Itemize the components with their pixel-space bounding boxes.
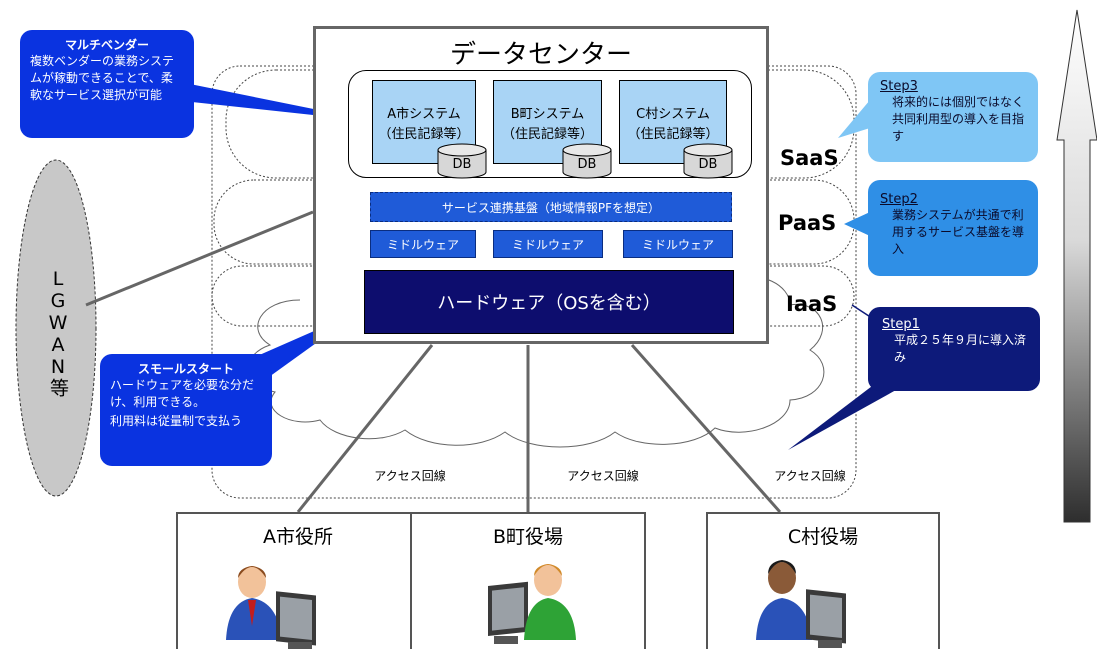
middleware-c[interactable]: ミドルウェア <box>623 230 733 258</box>
layer-label-saas: SaaS <box>780 146 839 170</box>
smallstart-body-2: 利用料は従量制で支払う <box>110 414 243 428</box>
office-c[interactable]: C村役場 <box>706 512 940 649</box>
db-label-a: DB <box>452 157 472 172</box>
step2-box: Step2 業務システムが共通で利用するサービス基盤を導入 <box>868 180 1038 276</box>
smallstart-body-1: ハードウェアを必要な分だけ、利用できる。 <box>110 378 255 409</box>
smallstart-title: スモールスタート <box>137 362 234 376</box>
db-label-c: DB <box>698 157 718 172</box>
step3-label[interactable]: Step3 <box>880 79 918 94</box>
access-line-label-c: アクセス回線 <box>774 469 846 483</box>
iaas-band <box>211 265 855 327</box>
layer-label-iaas: IaaS <box>786 292 838 316</box>
office-a[interactable]: A市役所 <box>176 512 420 649</box>
middleware-b[interactable]: ミドルウェア <box>493 230 603 258</box>
service-platform[interactable]: サービス連携基盤（地域情報PFを想定） <box>370 192 732 222</box>
lgwan-label: LGWAN等 <box>47 268 69 397</box>
hardware-box[interactable]: ハードウェア（OSを含む） <box>364 270 734 334</box>
system-sub: （住民記録等） <box>378 127 470 142</box>
middleware-a[interactable]: ミドルウェア <box>370 230 476 258</box>
smallstart-callout: スモールスタート ハードウェアを必要な分だけ、利用できる。 利用料は従量制で支払… <box>100 354 272 466</box>
db-label-b: DB <box>577 157 597 172</box>
system-name: B町システム <box>510 107 585 122</box>
multivendor-callout: マルチベンダー 複数ベンダーの業務システムが稼動できることで、柔軟なサービス選択… <box>20 30 194 138</box>
step1-pointer <box>788 380 896 450</box>
datacenter-title: データセンター <box>449 40 632 70</box>
access-line-label-a: アクセス回線 <box>374 469 446 483</box>
step1-box: Step1 平成２５年９月に導入済み <box>868 307 1040 391</box>
office-name: B町役場 <box>492 526 564 548</box>
office-name: A市役所 <box>263 526 333 548</box>
line-c <box>630 344 782 513</box>
service-platform-label: サービス連携基盤（地域情報PFを想定） <box>441 200 661 215</box>
lgwan-ellipse <box>15 159 97 497</box>
step3-text: 将来的には個別ではなく共同利用型の導入を目指す <box>892 95 1025 143</box>
system-box-b[interactable]: B町システム （住民記録等） <box>493 80 602 164</box>
step3-pointer <box>838 100 870 138</box>
system-name: A市システム <box>387 107 461 122</box>
system-box-c[interactable]: C村システム （住民記録等） <box>619 80 727 164</box>
middleware-label: ミドルウェア <box>641 237 714 252</box>
access-line-label-b: アクセス回線 <box>567 469 639 483</box>
middleware-label: ミドルウェア <box>386 237 459 252</box>
system-sub: （住民記録等） <box>501 127 593 142</box>
lgwan-link-line <box>85 210 314 307</box>
system-name: C村システム <box>636 107 710 122</box>
step1-label[interactable]: Step1 <box>882 317 920 332</box>
hardware-label: ハードウェア（OSを含む） <box>437 293 661 314</box>
office-name: C村役場 <box>787 526 859 548</box>
system-sub: （住民記録等） <box>627 127 719 142</box>
middleware-label: ミドルウェア <box>511 237 584 252</box>
step2-pointer <box>844 212 870 236</box>
step3-box: Step3 将来的には個別ではなく共同利用型の導入を目指す <box>868 72 1038 162</box>
growth-arrow <box>1056 9 1097 523</box>
system-box-a[interactable]: A市システム （住民記録等） <box>372 80 476 164</box>
multivendor-body: 複数ベンダーの業務システムが稼動できることで、柔軟なサービス選択が可能 <box>30 54 175 102</box>
layer-label-paas: PaaS <box>778 211 837 235</box>
office-b[interactable]: B町役場 <box>410 512 646 649</box>
step2-text: 業務システムが共通で利用するサービス基盤を導入 <box>892 208 1025 256</box>
step1-text: 平成２５年９月に導入済み <box>894 333 1027 364</box>
multivendor-title: マルチベンダー <box>64 38 149 52</box>
line-a <box>296 344 434 513</box>
step2-label[interactable]: Step2 <box>880 192 918 207</box>
